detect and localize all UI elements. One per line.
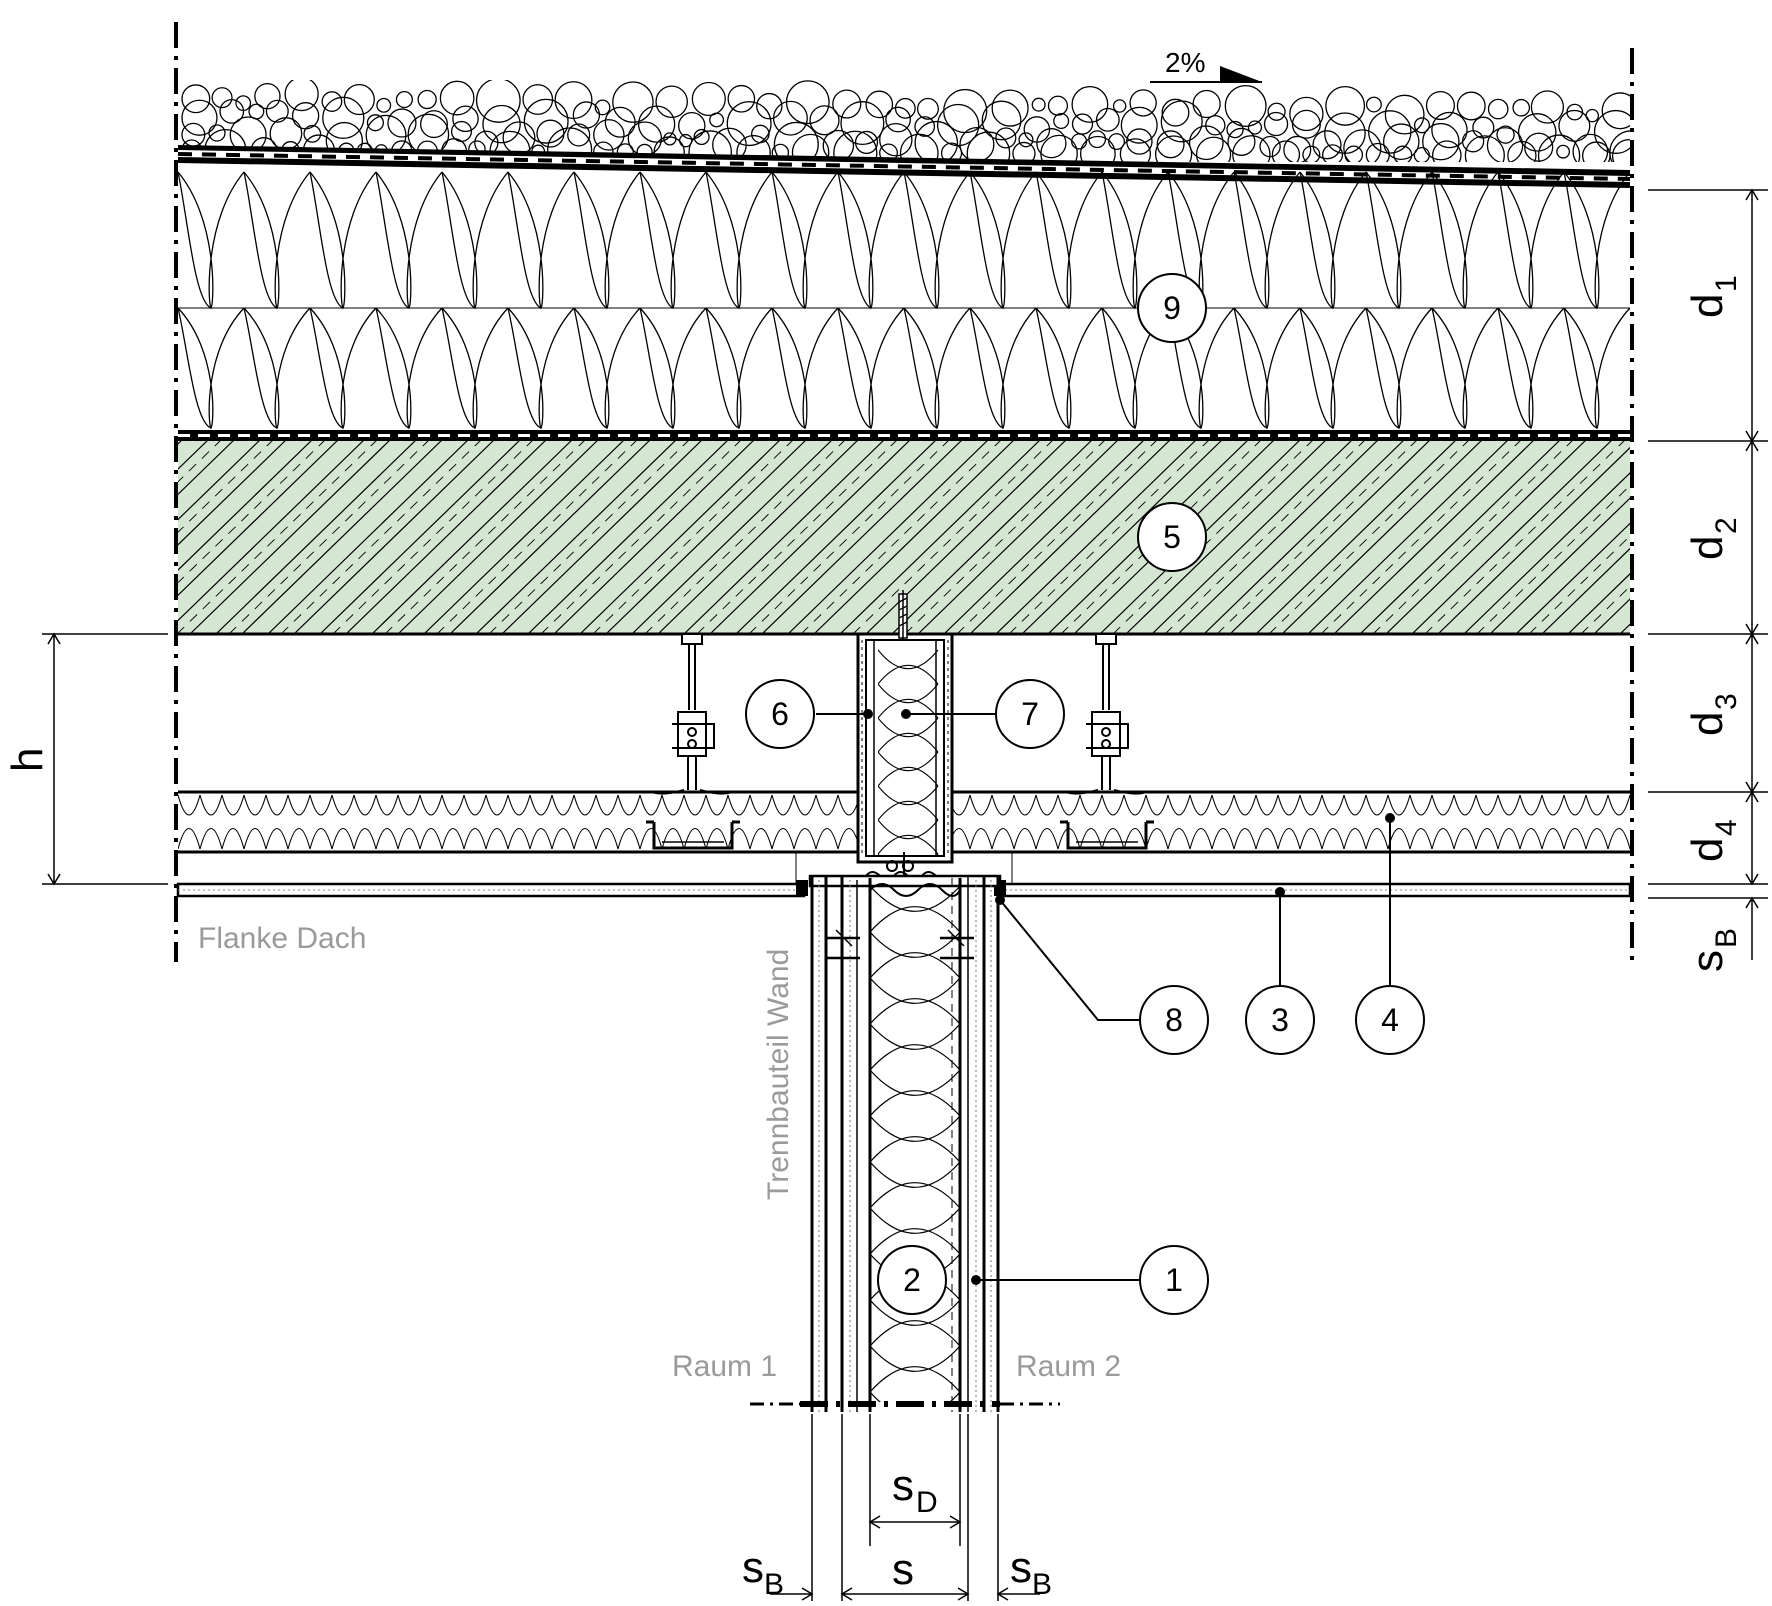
anchor-screw <box>898 590 908 640</box>
dimension-h-left <box>42 632 168 886</box>
callout-4: 4 <box>1355 985 1425 1055</box>
svg-text:D: D <box>916 1486 938 1519</box>
svg-text:s: s <box>1683 950 1732 972</box>
dimension-chain-bottom <box>770 1414 1040 1601</box>
svg-text:5: 5 <box>1163 519 1181 555</box>
callout-9: 9 <box>1137 273 1207 343</box>
wall-fasteners <box>826 929 974 960</box>
svg-text:8: 8 <box>1165 1002 1183 1038</box>
dim-sD: s D <box>892 1461 938 1519</box>
vapour-barrier <box>178 430 1630 441</box>
svg-text:s: s <box>1010 1543 1032 1592</box>
svg-text:9: 9 <box>1163 290 1181 326</box>
concrete-hatch <box>178 440 1630 634</box>
callout-7: 7 <box>995 679 1065 749</box>
svg-text:d: d <box>1683 712 1732 736</box>
svg-text:d: d <box>1683 294 1732 318</box>
svg-text:2: 2 <box>1710 517 1743 534</box>
svg-text:1: 1 <box>1710 275 1743 292</box>
separating-wall <box>808 874 1002 1412</box>
svg-text:B: B <box>1032 1568 1052 1601</box>
svg-text:B: B <box>1710 928 1743 948</box>
border-breaklines <box>174 22 1634 962</box>
callout-1: 1 <box>1139 1245 1209 1315</box>
svg-text:d: d <box>1683 838 1732 862</box>
dim-d3: d 3 <box>1683 693 1743 736</box>
callout-leaders <box>816 713 1391 1281</box>
label-raum-1: Raum 1 <box>672 1350 777 1383</box>
ceiling-cavity-partition <box>856 632 954 864</box>
svg-text:3: 3 <box>1271 1002 1289 1038</box>
callout-2: 2 <box>877 1245 947 1315</box>
gravel-layer <box>181 80 1630 162</box>
svg-text:s: s <box>742 1543 764 1592</box>
svg-text:d: d <box>1683 536 1732 560</box>
wall-insulation-core <box>870 885 960 1402</box>
svg-text:6: 6 <box>771 696 789 732</box>
svg-text:7: 7 <box>1021 696 1039 732</box>
roof-insulation-layer <box>178 171 1630 430</box>
svg-text:4: 4 <box>1710 819 1743 836</box>
svg-text:3: 3 <box>1710 693 1743 710</box>
roof-membrane-dashes <box>177 152 1631 181</box>
dimension-chain-right <box>1648 188 1768 960</box>
svg-text:B: B <box>764 1568 784 1601</box>
svg-text:h: h <box>3 748 52 772</box>
dim-d4: d 4 <box>1683 819 1743 862</box>
ceiling-board <box>176 852 1632 898</box>
svg-text:4: 4 <box>1381 1002 1399 1038</box>
svg-text:2: 2 <box>903 1262 921 1298</box>
svg-text:s: s <box>892 1461 914 1510</box>
dim-sB-right: s B <box>1683 928 1743 972</box>
slope-marker: 2% <box>1150 47 1262 83</box>
dim-sB-bottom-right: s B <box>1010 1543 1052 1601</box>
callout-8: 8 <box>1139 985 1209 1055</box>
ceiling-hanger-right <box>1060 633 1154 850</box>
dim-s: s <box>892 1545 914 1594</box>
svg-text:s: s <box>892 1545 914 1594</box>
dim-d1: d 1 <box>1683 275 1743 318</box>
callout-5: 5 <box>1137 502 1207 572</box>
callout-6: 6 <box>745 679 815 749</box>
dim-sB-left: s B <box>742 1543 784 1601</box>
callout-3: 3 <box>1245 985 1315 1055</box>
slope-label: 2% <box>1165 47 1205 78</box>
ceiling-cavity-insulation <box>878 649 939 856</box>
label-trennbauteil-wand: Trennbauteil Wand <box>762 949 795 1200</box>
dim-d2: d 2 <box>1683 517 1743 560</box>
svg-text:1: 1 <box>1165 1262 1183 1298</box>
label-flanke-dach: Flanke Dach <box>198 922 366 955</box>
dimension-labels-right: d 1 d 2 d 3 d 4 s B <box>1683 275 1743 972</box>
dim-h: h <box>3 748 52 772</box>
callout-dots <box>863 709 1395 1285</box>
ceiling-insulation-band <box>178 790 1630 854</box>
ceiling-insulation-pattern <box>178 794 1630 850</box>
label-raum-2: Raum 2 <box>1016 1350 1121 1383</box>
ceiling-hanger-left <box>646 633 740 850</box>
